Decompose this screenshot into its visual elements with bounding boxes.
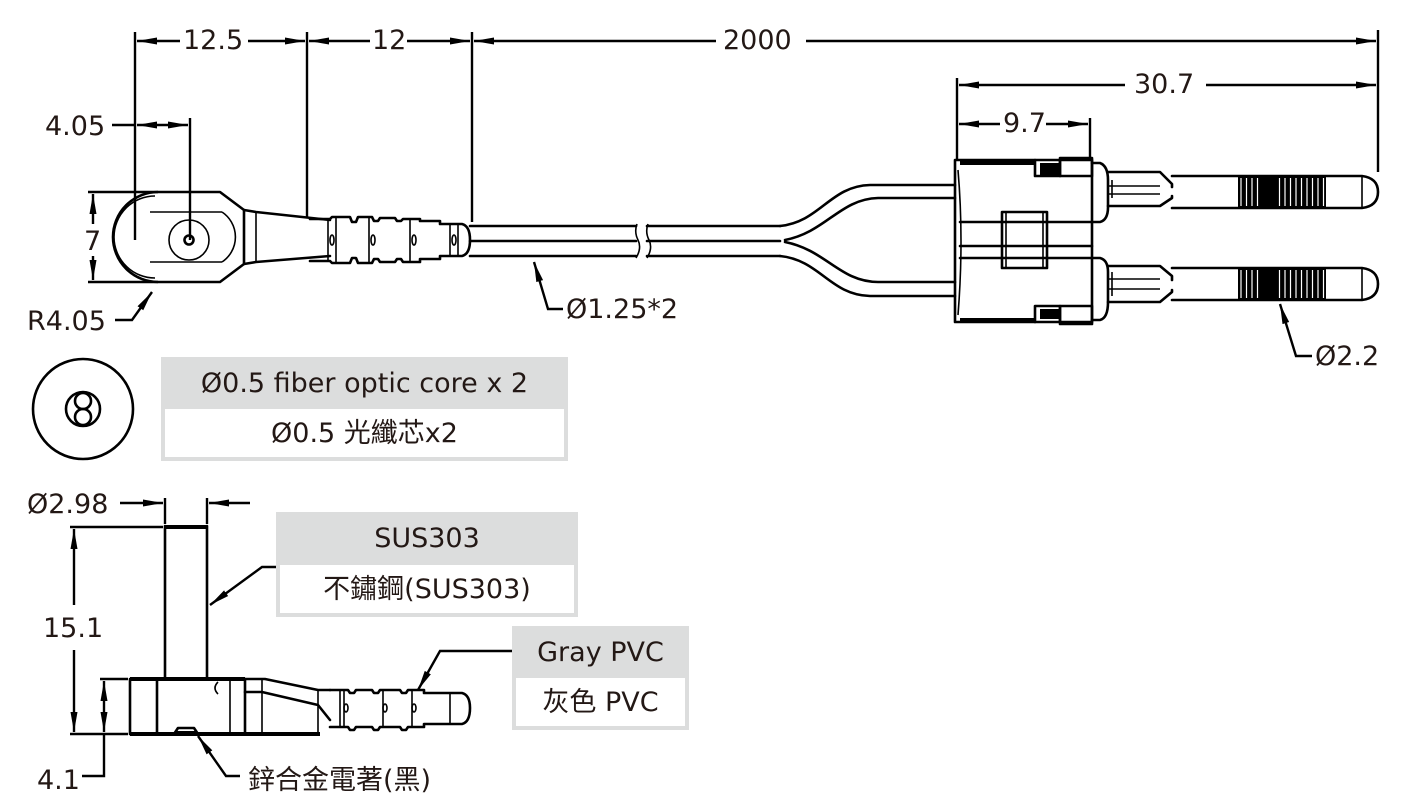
sleeve-material-label: SUS303 不鏽鋼(SUS303) (276, 512, 578, 617)
dim-boot-length: 12 (372, 25, 406, 56)
fiber-core-label-en: Ø0.5 fiber optic core x 2 (161, 357, 568, 409)
dimension-lines-side (70, 498, 512, 778)
dimension-lines-top (88, 30, 1380, 358)
knurl-band-2 (1238, 269, 1326, 299)
cable-cross-section (31, 357, 135, 461)
bottom-recess (172, 726, 200, 736)
ferrule-top (1170, 174, 1380, 210)
fiber-core-2 (73, 407, 93, 427)
boot-material-label-zh: 灰色 PVC (512, 678, 689, 730)
cable (468, 183, 957, 298)
sleeve-material-label-en: SUS303 (276, 512, 578, 565)
sensor-head-side-view (128, 524, 472, 736)
dimension-texts-top: 12.5 12 2000 30.7 9.7 4.05 7 R4.05 Ø1.25… (27, 25, 1379, 372)
sleeve (163, 524, 209, 680)
dim-ferrule-diameter: Ø2.2 (1315, 341, 1379, 372)
dim-head-radius: R4.05 (27, 306, 106, 337)
connector (953, 156, 1380, 326)
fiber-core-1 (73, 391, 93, 411)
dimension-texts-side: Ø2.98 15.1 4.1 鋅合金電著(黑) (27, 489, 431, 796)
sleeve-material-label-zh: 不鏽鋼(SUS303) (276, 565, 578, 617)
dim-head-thickness: 4.1 (37, 765, 80, 796)
fiber-core-label-zh: Ø0.5 光纖芯x2 (161, 409, 568, 461)
dim-connector-total: 30.7 (1134, 69, 1194, 100)
ferrule-bottom (1170, 266, 1380, 302)
dim-sleeve-diameter: Ø2.98 (27, 489, 108, 520)
boot-material-label-en: Gray PVC (512, 626, 689, 678)
head-inner-lines (150, 211, 222, 263)
dim-cable-length: 2000 (723, 25, 792, 56)
ferrule-knurling (1238, 177, 1326, 299)
knurl-top (1040, 163, 1060, 175)
dim-sleeve-height: 15.1 (43, 613, 103, 644)
fiber-core-label: Ø0.5 fiber optic core x 2 Ø0.5 光纖芯x2 (161, 357, 568, 461)
boot-material-label: Gray PVC 灰色 PVC (512, 626, 689, 730)
knurl-bottom (1040, 309, 1060, 319)
break-mark (634, 223, 652, 259)
dim-connector-body: 9.7 (1003, 108, 1046, 139)
knurl-band-1 (1238, 177, 1326, 207)
head-outline (111, 190, 246, 284)
dim-head-width: 7 (84, 226, 101, 257)
side-boot-outline (328, 688, 472, 732)
sensor-head-top-view (111, 190, 472, 284)
dim-cable-diameter: Ø1.25*2 (566, 294, 678, 325)
head-material-label: 鋅合金電著(黑) (248, 765, 431, 796)
dim-hole-offset: 4.05 (45, 111, 105, 142)
dim-head-length: 12.5 (183, 25, 243, 56)
latch (1000, 210, 1049, 270)
